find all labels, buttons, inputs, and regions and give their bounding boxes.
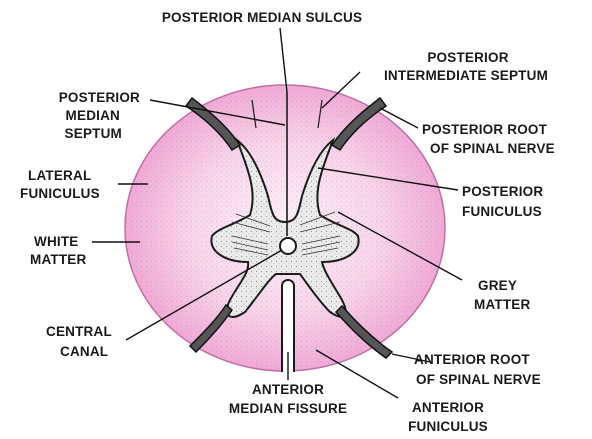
label-posterior-root-line1: POSTERIOR ROOT [422,122,548,137]
label-grey-matter-line2: MATTER [474,297,530,312]
leader-posterior-median-sulcus [280,28,287,92]
label-posterior-funiculus-line1: POSTERIOR [462,184,543,199]
label-grey-matter-line1: GREY [478,278,517,293]
label-central-canal-line1: CENTRAL [46,324,112,339]
label-white-matter-line2: MATTER [30,252,86,267]
label-posterior-intermediate-septum-line1: POSTERIOR [427,50,508,65]
label-central-canal-line2: CANAL [60,344,108,359]
label-anterior-root-line2: OF SPINAL NERVE [416,372,541,387]
central-canal [280,238,296,254]
label-posterior-median-sulcus: POSTERIOR MEDIAN SULCUS [162,10,362,25]
label-posterior-funiculus-line2: FUNICULUS [462,204,542,219]
label-anterior-funiculus-line2: FUNICULUS [408,419,488,434]
label-anterior-root-line1: ANTERIOR ROOT [414,352,530,367]
label-posterior-median-septum-line2: MEDIAN [66,108,120,123]
label-posterior-median-septum-line1: POSTERIOR [59,90,140,105]
label-posterior-median-septum-line3: SEPTUM [65,126,122,141]
label-anterior-median-fissure-line2: MEDIAN FISSURE [229,401,347,416]
label-posterior-intermediate-septum-line2: INTERMEDIATE SEPTUM [384,68,548,83]
label-lateral-funiculus-line1: LATERAL [28,168,91,183]
label-lateral-funiculus-line2: FUNICULUS [20,186,100,201]
label-anterior-funiculus-line1: ANTERIOR [412,400,484,415]
label-anterior-median-fissure-line1: ANTERIOR [252,382,324,397]
label-posterior-root-line2: OF SPINAL NERVE [430,141,555,156]
label-white-matter-line1: WHITE [34,234,79,249]
